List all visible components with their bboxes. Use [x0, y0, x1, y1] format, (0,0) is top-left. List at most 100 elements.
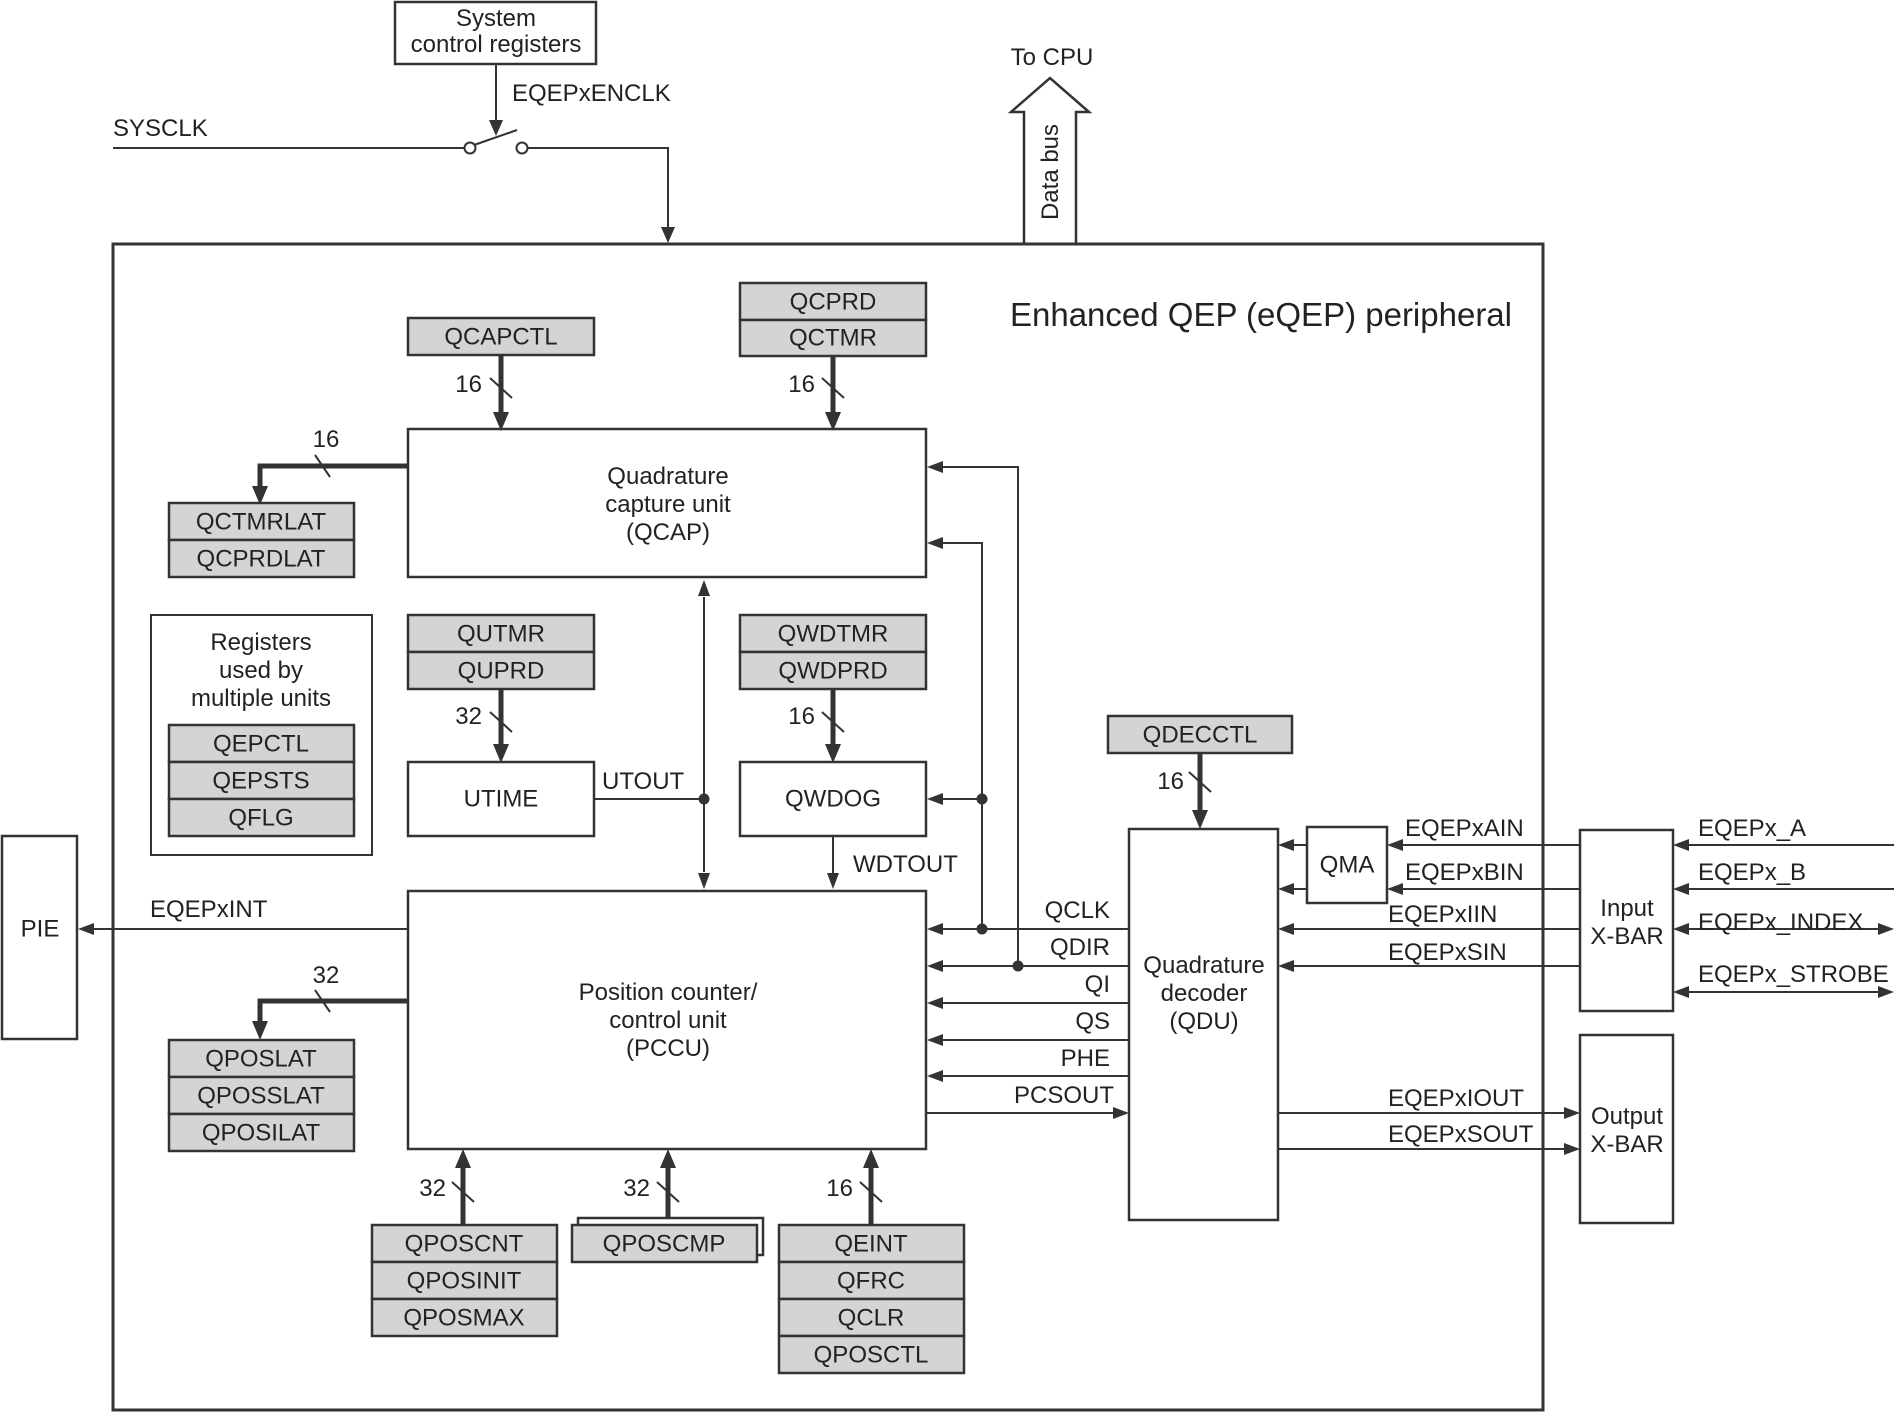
output-xbar-label-line2: X-BAR: [1590, 1131, 1663, 1158]
qi-label: QI: [1085, 971, 1110, 998]
qflg-register: QFLG: [228, 805, 293, 832]
qeint-registers: QEINT QFRC QCLR QPOSCTL: [777, 1223, 966, 1375]
svg-text:QUPRD: QUPRD: [458, 658, 545, 685]
svg-text:QUTMR: QUTMR: [457, 621, 545, 648]
qposlat-registers: QPOSLAT QPOSSLAT QPOSILAT: [167, 1038, 356, 1153]
qposcnt-registers: QPOSCNT QPOSINIT QPOSMAX: [370, 1223, 559, 1338]
eqep-peripheral-frame: [111, 242, 1545, 1412]
qdir-label: QDIR: [1050, 934, 1110, 961]
system-control-label-line2: control registers: [411, 31, 582, 58]
eqepx-index-pin-label: EQEPx_INDEX: [1698, 909, 1863, 936]
svg-text:QCPRDLAT: QCPRDLAT: [197, 546, 326, 573]
qdu-label-line1: Quadrature: [1143, 952, 1264, 979]
peripheral-title: Enhanced QEP (eQEP) peripheral: [1010, 296, 1512, 333]
qs-label: QS: [1075, 1008, 1110, 1035]
svg-text:PIE: PIE: [21, 916, 60, 943]
qcprd-qctmr-registers: QCPRD QCTMR: [738, 281, 928, 358]
bus-width-label: 32: [313, 962, 340, 989]
pccu-label-line2: control unit: [609, 1007, 727, 1034]
shared-registers-label-line1: Registers: [210, 629, 311, 656]
eqepxiout-label: EQEPxIOUT: [1388, 1085, 1524, 1112]
svg-text:QPOSCNT: QPOSCNT: [405, 1231, 524, 1258]
qcap-label-line1: Quadrature: [607, 463, 728, 490]
utime-block: UTIME: [406, 760, 596, 838]
qctmrlat-qcprdlat-registers: QCTMRLAT QCPRDLAT: [167, 501, 356, 579]
eqepx-b-pin-label: EQEPx_B: [1698, 859, 1806, 886]
svg-text:QPOSSLAT: QPOSSLAT: [197, 1083, 325, 1110]
qclk-label: QCLK: [1045, 897, 1110, 924]
eqepxbin-label: EQEPxBIN: [1405, 859, 1524, 886]
svg-text:QMA: QMA: [1320, 852, 1375, 879]
qdecctl-register: QDECCTL: [1106, 714, 1294, 755]
bus-width-label: 16: [455, 371, 482, 398]
sysclk-label: SYSCLK: [113, 115, 208, 142]
eqepxenclk-label: EQEPxENCLK: [512, 80, 671, 107]
svg-text:QWDOG: QWDOG: [785, 786, 881, 813]
qcap-label-line3: (QCAP): [626, 519, 710, 546]
eqepx-strobe-pin-label: EQEPx_STROBE: [1698, 961, 1889, 988]
bus-width-label: 32: [419, 1175, 446, 1202]
qdu-label-line3: (QDU): [1169, 1008, 1238, 1035]
bus-width-label: 32: [455, 703, 482, 730]
svg-text:QDECCTL: QDECCTL: [1143, 722, 1258, 749]
qcapctl-register: QCAPCTL: [406, 316, 596, 357]
eqepxint-label: EQEPxINT: [150, 896, 268, 923]
pccu-label-line3: (PCCU): [626, 1035, 710, 1062]
svg-text:QPOSLAT: QPOSLAT: [205, 1046, 317, 1073]
output-xbar-block: Output X-BAR: [1578, 1033, 1675, 1225]
system-control-label-line1: System: [456, 5, 536, 32]
svg-text:QEINT: QEINT: [834, 1231, 908, 1258]
qwdog-block: QWDOG: [738, 760, 928, 838]
svg-text:QPOSMAX: QPOSMAX: [403, 1305, 524, 1332]
clock-gate-switch: [113, 64, 675, 243]
svg-text:QPOSILAT: QPOSILAT: [202, 1120, 321, 1147]
eqepxsout-label: EQEPxSOUT: [1388, 1121, 1534, 1148]
qepctl-register: QEPCTL: [213, 731, 309, 758]
eqepxiin-label: EQEPxIIN: [1388, 901, 1497, 928]
to-cpu-label: To CPU: [1011, 44, 1094, 71]
data-bus-arrow: To CPU Data bus: [1007, 44, 1094, 246]
bus-width-label: 16: [788, 703, 815, 730]
qcap-block: Quadrature capture unit (QCAP): [406, 427, 928, 579]
shared-registers-group: Registers used by multiple units QEPCTL …: [150, 614, 373, 856]
utout-label: UTOUT: [602, 768, 685, 795]
qma-block: QMA: [1305, 825, 1389, 905]
bus-width-label: 16: [788, 371, 815, 398]
svg-text:QPOSCMP: QPOSCMP: [603, 1231, 726, 1258]
svg-text:QFRC: QFRC: [837, 1268, 905, 1295]
svg-text:UTIME: UTIME: [464, 786, 539, 813]
bus-width-label: 32: [623, 1175, 650, 1202]
eqepxain-label: EQEPxAIN: [1405, 815, 1524, 842]
qdu-label-line2: decoder: [1161, 980, 1248, 1007]
system-control-registers-block: System control registers: [393, 0, 598, 66]
bus-width-label: 16: [1157, 768, 1184, 795]
input-xbar-block: Input X-BAR: [1578, 828, 1675, 1013]
svg-text:QWDTMR: QWDTMR: [778, 621, 889, 648]
pie-block: PIE: [0, 834, 79, 1041]
pccu-block: Position counter/ control unit (PCCU): [406, 889, 928, 1151]
eqepx-a-pin-label: EQEPx_A: [1698, 815, 1806, 842]
svg-text:QCLR: QCLR: [838, 1305, 905, 1332]
qwdtmr-qwdprd-registers: QWDTMR QWDPRD: [738, 613, 928, 691]
phe-label: PHE: [1061, 1045, 1110, 1072]
qposcmp-register: QPOSCMP: [570, 1216, 765, 1264]
svg-text:QWDPRD: QWDPRD: [778, 658, 887, 685]
output-xbar-label-line1: Output: [1591, 1103, 1663, 1130]
input-xbar-label-line1: Input: [1600, 895, 1654, 922]
svg-text:QCTMR: QCTMR: [789, 325, 877, 352]
shared-registers-label-line2: used by: [219, 657, 303, 684]
wdtout-label: WDTOUT: [853, 851, 958, 878]
eqepxsin-label: EQEPxSIN: [1388, 939, 1507, 966]
svg-text:QCTMRLAT: QCTMRLAT: [196, 509, 327, 536]
qdu-block: Quadrature decoder (QDU): [1127, 827, 1280, 1222]
shared-registers-label-line3: multiple units: [191, 685, 331, 712]
svg-text:QPOSINIT: QPOSINIT: [407, 1268, 522, 1295]
data-bus-label: Data bus: [1037, 124, 1064, 220]
input-xbar-label-line2: X-BAR: [1590, 923, 1663, 950]
bus-width-label: 16: [313, 426, 340, 453]
bus-width-label: 16: [826, 1175, 853, 1202]
pccu-label-line1: Position counter/: [579, 979, 758, 1006]
qcap-label-line2: capture unit: [605, 491, 731, 518]
pcsout-label: PCSOUT: [1014, 1082, 1114, 1109]
